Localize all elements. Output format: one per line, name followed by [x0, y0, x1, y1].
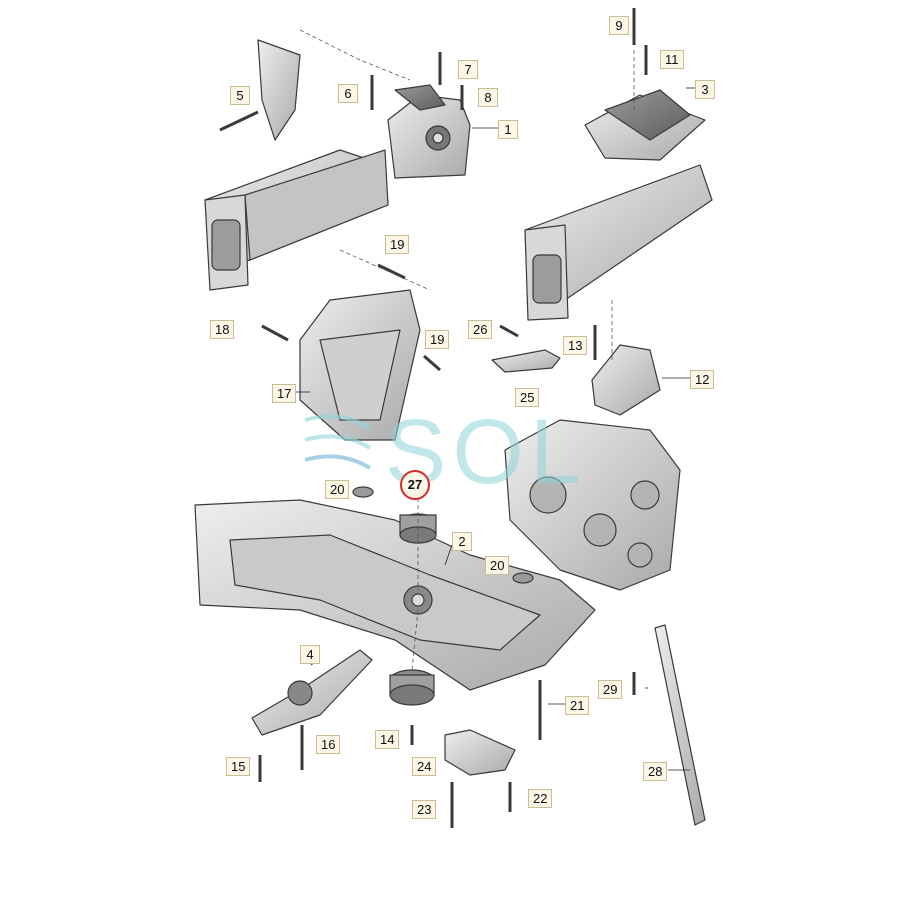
callout-label: 24 [412, 757, 437, 776]
callout-label: 9 [609, 16, 629, 35]
engine-mount-part-1 [387, 84, 471, 179]
callout-label: 7 [458, 60, 478, 79]
callout-label: 26 [468, 320, 493, 339]
callout-label: 6 [338, 84, 358, 103]
callout-label: 20 [485, 556, 510, 575]
callout-label: 25 [515, 388, 540, 407]
highlighted-callout-27: 27 [400, 470, 430, 500]
callout-label: 3 [695, 80, 715, 99]
watermark-logo-icon [304, 414, 372, 470]
left-frame-rail [204, 39, 389, 291]
callout-label: 12 [690, 370, 715, 389]
bracket-part-24 [444, 729, 516, 776]
right-frame-rail [524, 164, 713, 321]
callout-label: 22 [528, 789, 553, 808]
subframe-part-2 [194, 499, 596, 691]
bracket-part-25 [491, 349, 561, 373]
callout-label: 18 [210, 320, 235, 339]
callout-label: 19 [425, 330, 450, 349]
callout-label: 8 [478, 88, 498, 107]
mount-bracket-part-12 [591, 344, 661, 416]
callout-label: 2 [452, 532, 472, 551]
bolts [219, 8, 648, 828]
callout-label: 19 [385, 235, 410, 254]
strap-part-28 [654, 624, 706, 826]
callout-label: 20 [325, 480, 350, 499]
torque-arm-part-4 [251, 649, 373, 736]
callout-label: 23 [412, 800, 437, 819]
callout-label: 15 [226, 757, 251, 776]
bushing-lower [389, 669, 435, 706]
callout-label: 29 [598, 680, 623, 699]
callout-label: 1 [498, 120, 518, 139]
callout-label: 16 [316, 735, 341, 754]
callout-label: 14 [375, 730, 400, 749]
transmission-mount-part-3 [584, 89, 706, 161]
callout-label: 17 [272, 384, 297, 403]
callout-label: 21 [565, 696, 590, 715]
callout-label: 4 [300, 645, 320, 664]
callout-label: 11 [660, 50, 684, 69]
callout-label: 13 [563, 336, 588, 355]
callout-label: 5 [230, 86, 250, 105]
guide-lines [299, 29, 635, 671]
callout-label: 28 [643, 762, 668, 781]
bracket-part-17 [299, 289, 421, 441]
gearbox-housing [504, 419, 681, 591]
